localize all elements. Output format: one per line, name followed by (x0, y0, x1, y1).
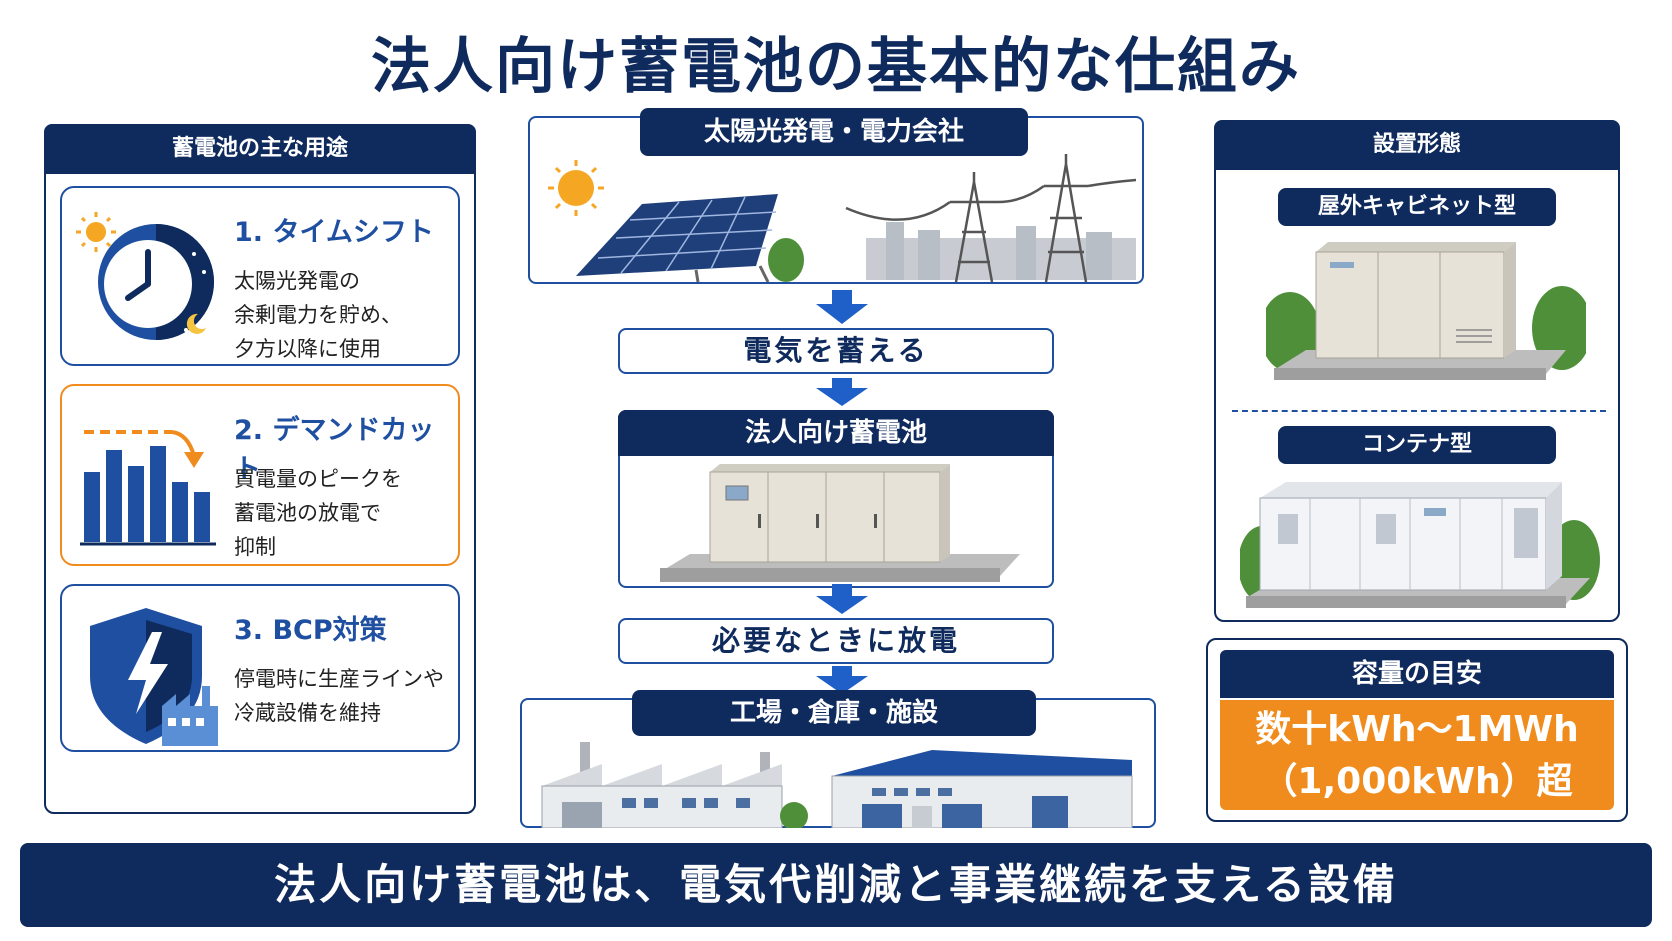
factory-warehouse-illustration (541, 742, 1133, 828)
discharge-step: 必要なときに放電 (618, 618, 1054, 664)
battery-label: 法人向け蓄電池 (618, 410, 1054, 456)
outdoor-cabinet-illustration (1266, 242, 1586, 380)
install-type-outdoor-cabinet: 屋外キャビネット型 (1278, 188, 1556, 226)
down-arrow-icon (816, 290, 868, 324)
down-arrow-icon (816, 584, 868, 614)
source-box (528, 116, 1144, 284)
use-card-time-shift: 1. タイムシフト 太陽光発電の 余剰電力を貯め、 夕方以降に使用 (60, 186, 460, 366)
store-step: 電気を蓄える (618, 328, 1054, 374)
battery-cabinet-illustration (660, 464, 1020, 582)
footer-banner: 法人向け蓄電池は、電気代削減と事業継続を支える設備 (20, 843, 1652, 927)
use-card-bcp: 3. BCP対策 停電時に生産ラインや 冷蔵設備を維持 (60, 584, 460, 752)
use-title: 3. BCP対策 (234, 615, 387, 646)
destination-label: 工場・倉庫・施設 (632, 690, 1036, 736)
capacity-header: 容量の目安 (1220, 650, 1614, 698)
down-arrow-icon (816, 378, 868, 406)
use-title: 1. タイムシフト (234, 217, 434, 248)
install-panel (1214, 120, 1620, 622)
install-header: 設置形態 (1214, 120, 1620, 170)
use-description: 買電量のピークを 蓄電池の放電で 抑制 (234, 467, 402, 559)
install-type-container: コンテナ型 (1278, 426, 1556, 464)
use-description: 停電時に生産ラインや 冷蔵設備を維持 (234, 667, 444, 725)
install-divider (1232, 410, 1606, 412)
shield-lightning-factory-icon (90, 608, 218, 746)
use-card-demand-cut: 2. デマンドカット 買電量のピークを 蓄電池の放電で 抑制 (60, 384, 460, 566)
capacity-upper: （1,000kWh）超 (1261, 761, 1573, 802)
use-description: 太陽光発電の 余剰電力を貯め、 夕方以降に使用 (234, 269, 402, 361)
source-label: 太陽光発電・電力会社 (640, 108, 1028, 156)
bar-chart-peak-icon (80, 430, 216, 546)
destination-box (520, 698, 1156, 828)
solar-powerline-illustration (548, 154, 1136, 282)
clock-sun-moon-icon (76, 212, 214, 340)
page-title: 法人向け蓄電池の基本的な仕組み (371, 32, 1301, 102)
capacity-value: 数十kWh〜1MWh （1,000kWh）超 (1220, 700, 1614, 810)
down-arrow-icon (816, 666, 868, 694)
uses-header: 蓄電池の主な用途 (44, 124, 476, 174)
capacity-range: 数十kWh〜1MWh (1255, 709, 1579, 750)
container-illustration (1240, 482, 1600, 608)
use-title: 2. デマンドカット (234, 415, 435, 485)
